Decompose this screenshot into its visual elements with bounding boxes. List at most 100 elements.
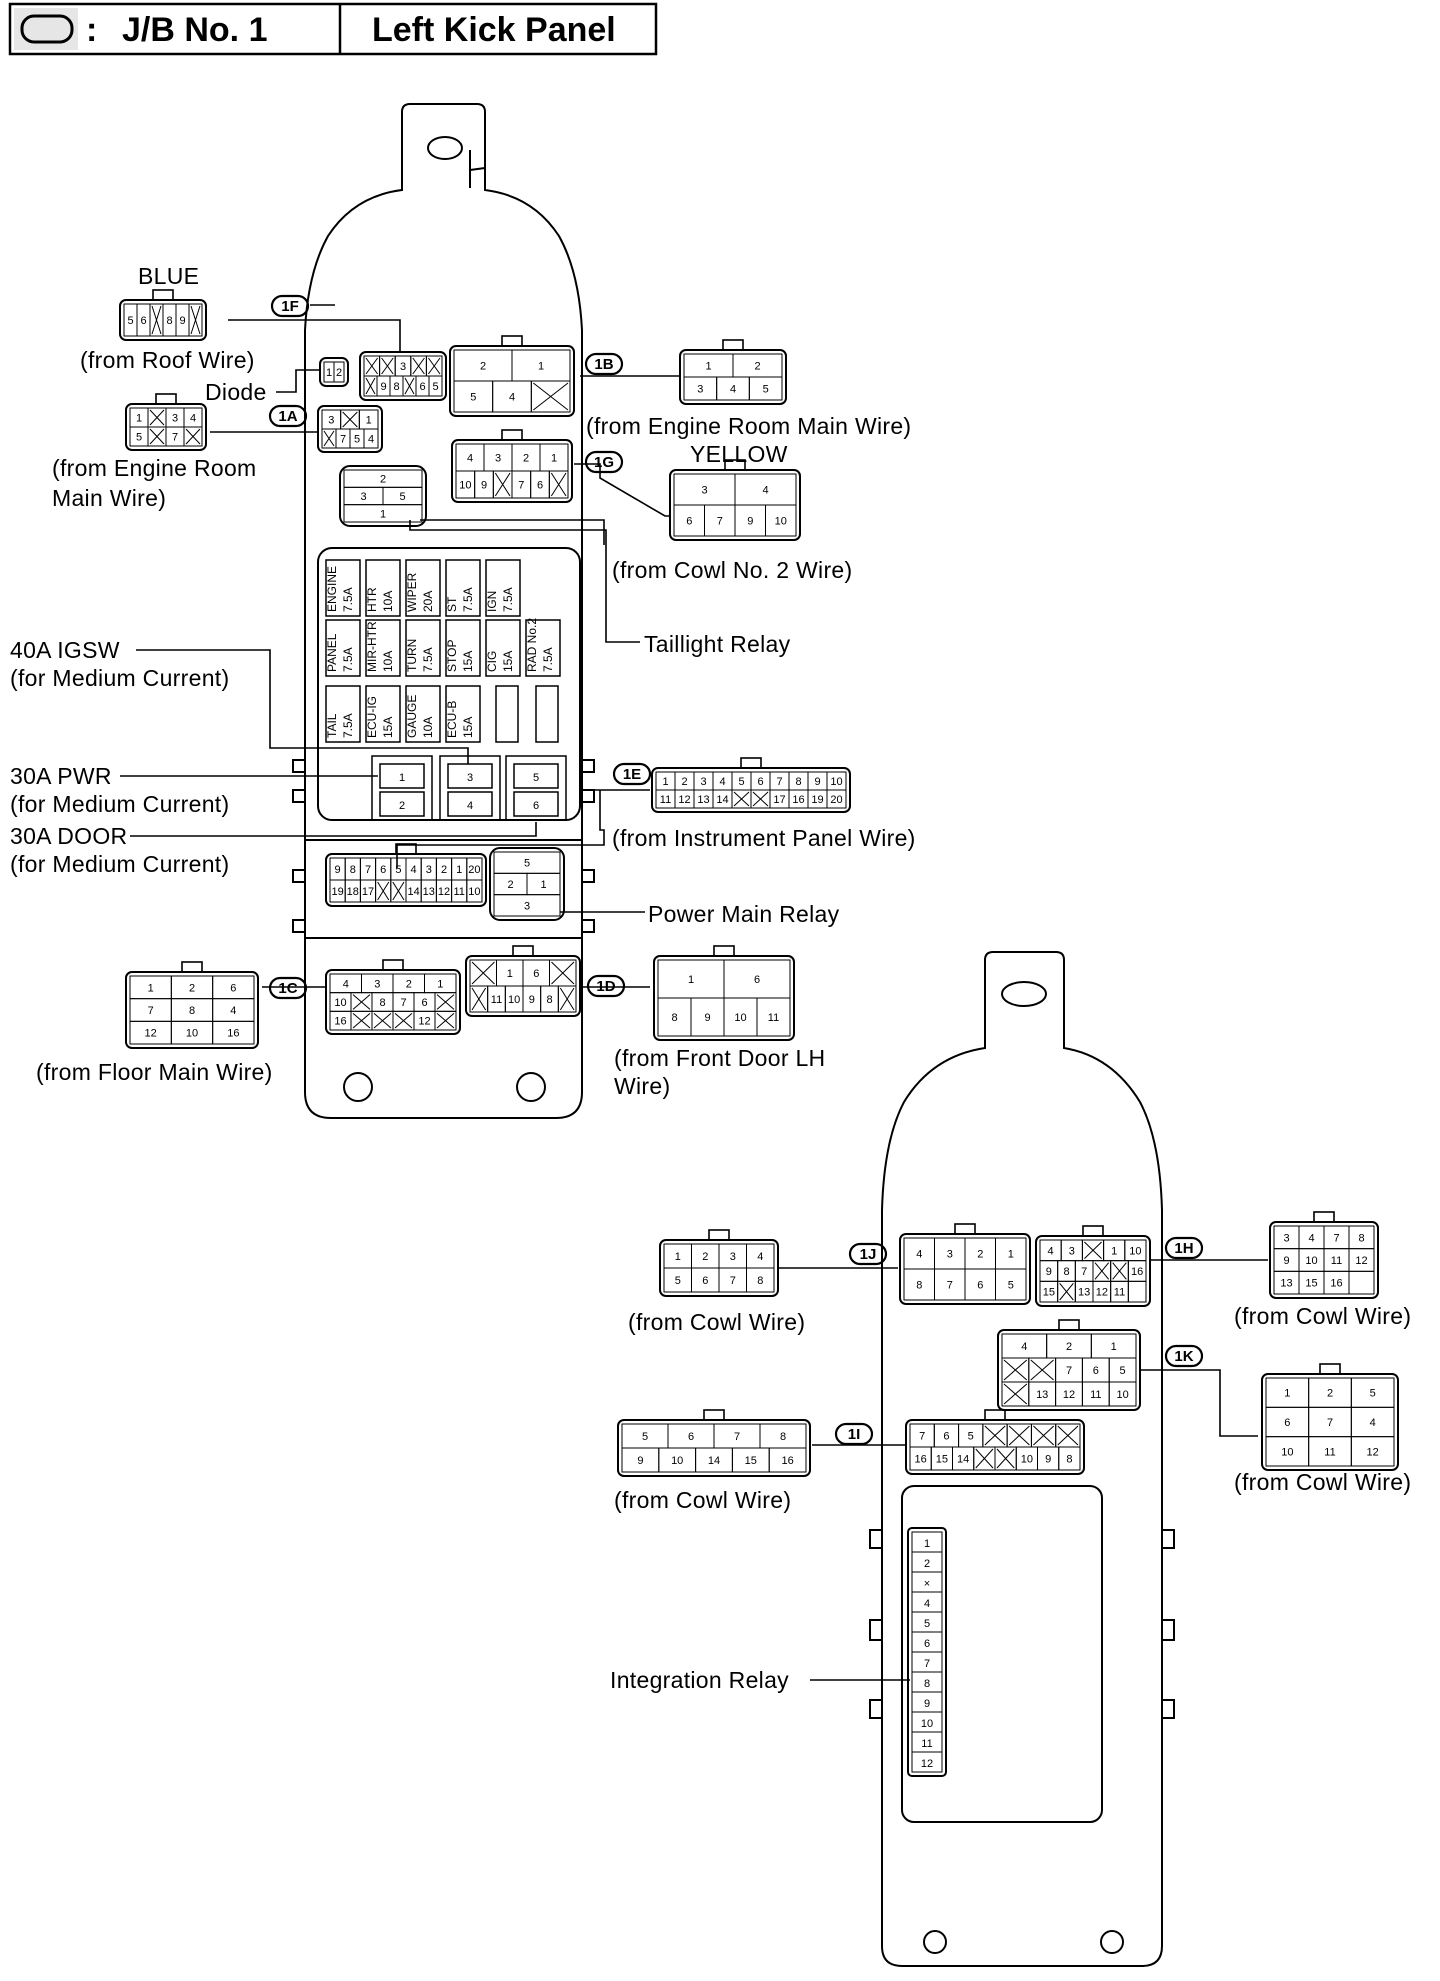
- connector-1H-inline-pin-label: 10: [1305, 1255, 1317, 1267]
- connector-1D-jb-empty-cavity: [551, 961, 575, 985]
- label-from-engine-room-2: Main Wire): [52, 485, 166, 511]
- connector-1J-jb-pin-label: 2: [977, 1249, 983, 1261]
- connector-1D-inline-cell: [756, 997, 791, 1037]
- power-main-relay-pin-label: 3: [524, 900, 530, 912]
- connector-1F-jb-pin-label: 3: [400, 361, 406, 373]
- lower-jb-outline: [881, 951, 1163, 1967]
- connector-1B-jb-pin-label: 2: [480, 361, 486, 373]
- panel-location: Left Kick Panel: [372, 11, 616, 49]
- connector-1I-jb-latch: [984, 1409, 1006, 1421]
- connector-1J-inline-pin-label: 7: [730, 1275, 736, 1287]
- connector-1H-inline-pin-label: 12: [1355, 1255, 1367, 1267]
- fuse-rating: 10A: [381, 591, 395, 612]
- lower-bolt-hole-left: [923, 1930, 947, 1954]
- connector-1C-jb-pin-label: 8: [379, 997, 385, 1009]
- connector-1I-jb-empty-cavity: [1033, 1425, 1055, 1446]
- label-pwr-desc: (for Medium Current): [10, 791, 229, 817]
- connector-1F-inline-cell: [188, 303, 203, 337]
- connector-1J-inline-pin-label: 6: [702, 1275, 708, 1287]
- connector-1I-jb-pin-label: 7: [919, 1431, 925, 1443]
- integration-relay-pin-label: 4: [924, 1598, 930, 1610]
- connector-1B-inline-latch: [722, 339, 744, 351]
- label-from-cowl-wire-h: (from Cowl Wire): [1234, 1303, 1411, 1329]
- connector-1C-jb-pin-label: 4: [343, 978, 349, 990]
- integration-relay-pin-label: 6: [924, 1638, 930, 1650]
- tag-1C-capsule: [268, 976, 308, 1000]
- integration-relay-pin-label: 11: [921, 1738, 932, 1750]
- connector-1C-jb-pin-label: 16: [334, 1016, 346, 1028]
- label-from-cowl-wire-k: (from Cowl Wire): [1234, 1469, 1411, 1495]
- fuse-slot: [365, 559, 401, 617]
- connector-1I-inline-cell: [768, 1447, 807, 1473]
- connector-1H-jb-pin-label: 9: [1046, 1266, 1052, 1278]
- tag-1G-capsule: [584, 450, 624, 474]
- connector-1E-inline-pin-label: 7: [776, 776, 782, 788]
- connector-1I-jb-empty-cavity: [975, 1448, 994, 1469]
- label-pwr-30a: 30A PWR: [10, 763, 112, 789]
- connector-1K-inline-cell: [1350, 1436, 1395, 1467]
- connector-1B-jb-pin-label: 1: [538, 361, 544, 373]
- fuse-rating: 7.5A: [341, 713, 355, 738]
- connector-1E-inline-empty-cavity: [752, 791, 769, 807]
- connector-1I-jb-pin-label: 9: [1045, 1454, 1051, 1466]
- connector-1J-inline-pin-label: 3: [730, 1251, 736, 1263]
- leader-door: [130, 822, 537, 837]
- connector-1K-jb-cell: [1108, 1381, 1137, 1407]
- connector-1E-jb-pin-label: 3: [426, 864, 432, 876]
- fuse-slot: [405, 559, 441, 617]
- leader-cowl2: [420, 519, 605, 545]
- fuse-slot: [405, 619, 441, 677]
- tag-1E-capsule: [612, 762, 652, 786]
- connector-1F-jb-cell: [428, 375, 443, 397]
- connector-1H-inline-pin-label: 15: [1305, 1278, 1317, 1290]
- label-from-instrument-panel-wire: (from Instrument Panel Wire): [612, 825, 916, 851]
- connector-1H-jb-empty-cavity: [1112, 1262, 1127, 1280]
- connector-1D-jb-pin-label: 9: [529, 994, 535, 1006]
- connector-1I-inline-pin-label: 7: [734, 1431, 740, 1443]
- tag-1H: 1H: [1164, 1236, 1204, 1260]
- connector-1F-inline-latch: [152, 289, 174, 301]
- connector-1H-jb-cell: [1127, 1280, 1147, 1303]
- integration-relay-pin-label: 8: [924, 1678, 930, 1690]
- connector-1E-inline-pin-label: 17: [773, 794, 785, 806]
- connector-1G-jb-pin-label: 1: [551, 453, 557, 465]
- connector-1I-jb-empty-cavity: [984, 1425, 1006, 1446]
- connector-1D-jb-pin-label: 10: [508, 994, 520, 1006]
- connector-1J-inline-pin-label: 8: [757, 1275, 763, 1287]
- connector-1A-jb-cell: [363, 428, 379, 449]
- label-from-floor-main-wire: (from Floor Main Wire): [36, 1059, 273, 1085]
- fuse-name: ECU-B: [445, 701, 459, 738]
- connector-1G-inline-pin-label: 3: [701, 485, 707, 497]
- connector-1D-jb-pin-label: 1: [507, 968, 513, 980]
- connector-1A-inline-empty-cavity: [149, 428, 165, 445]
- connector-1K-inline-pin-label: 7: [1327, 1417, 1333, 1429]
- connector-1G-inline-cell: [765, 504, 797, 537]
- label-diode: Diode: [205, 379, 267, 405]
- connector-1F-inline-pin-label: 5: [127, 315, 133, 327]
- connector-1A-jb-pin-label: 4: [368, 434, 374, 446]
- connector-1J-jb-pin-label: 1: [1008, 1249, 1014, 1261]
- connector-1I-jb-empty-cavity: [1008, 1425, 1030, 1446]
- connector-1C-inline-pin-label: 16: [227, 1028, 239, 1040]
- tag-1C: 1C: [268, 976, 308, 1000]
- tag-1D: 1D: [586, 974, 626, 998]
- mount-tab: [469, 150, 486, 188]
- connector-1H-jb-pin-label: 3: [1069, 1245, 1075, 1257]
- tag-1K-capsule: [1164, 1344, 1204, 1368]
- connector-1E-jb-empty-cavity: [377, 881, 390, 901]
- connector-1K-jb-pin-label: 4: [1021, 1341, 1027, 1353]
- left-notches: [292, 759, 305, 933]
- connector-1K-inline-pin-label: 11: [1324, 1446, 1335, 1458]
- connector-1D-inline-latch: [713, 945, 735, 957]
- breaker-terminal: [379, 791, 425, 817]
- leader-1E-b: [396, 790, 605, 868]
- connector-1C-inline-pin-label: 6: [230, 982, 236, 994]
- diode-connector-cell: [333, 361, 345, 383]
- connector-1E-jb-pin-label: 11: [453, 886, 464, 898]
- connector-1E-jb-pin-label: 18: [347, 886, 359, 898]
